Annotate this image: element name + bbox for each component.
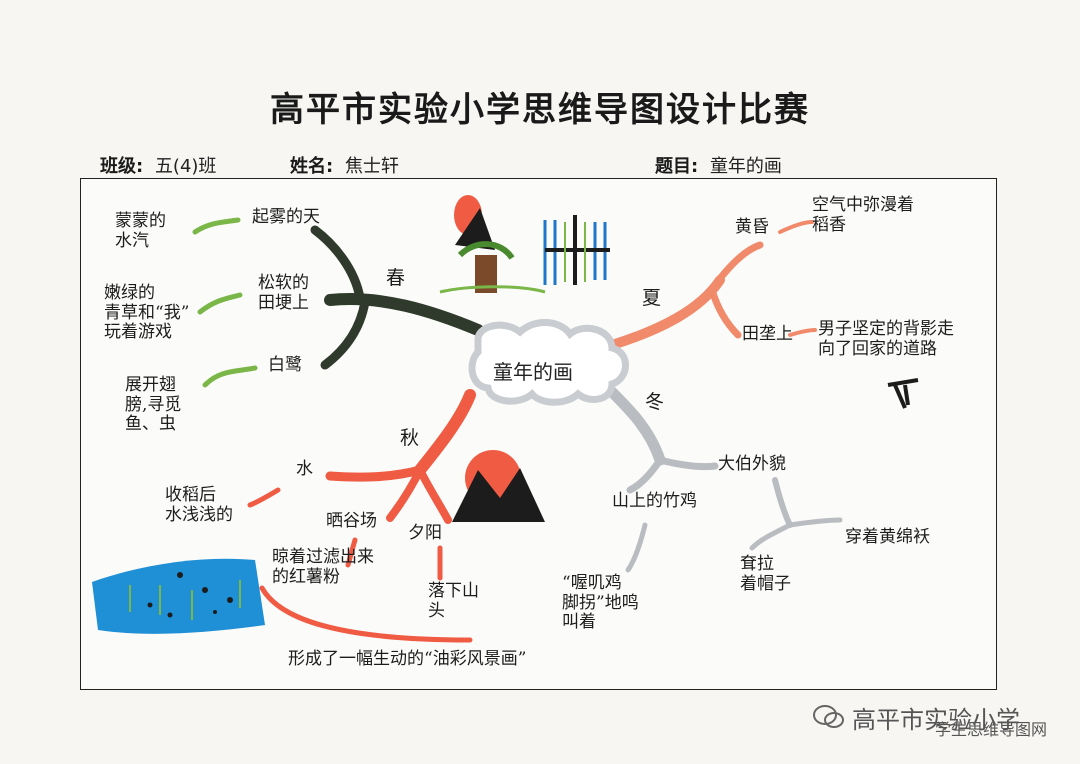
summer-figure — [887, 378, 919, 409]
autumn-item-3-detail: 落下山 头 — [428, 581, 479, 621]
watermark-main: 高平市实验小学 — [852, 706, 1020, 734]
spring-item-3-detail: 展开翅 膀,寻觅 鱼、虫 — [125, 375, 182, 435]
spring-leaves — [192, 217, 258, 388]
spring-item-1: 起雾的天 — [252, 207, 320, 227]
autumn-item-3: 夕阳 — [408, 523, 442, 543]
summer-item-1-detail: 空气中弥漫着 稻香 — [812, 195, 914, 235]
topic-label: 题目: — [655, 156, 699, 177]
summer-item-2: 田垄上 — [742, 324, 793, 344]
autumn-illustration — [452, 450, 545, 522]
name-label: 姓名: — [290, 156, 334, 177]
spring-item-1-detail: 蒙蒙的 水汽 — [115, 211, 166, 251]
spring-illustration — [439, 195, 610, 294]
winter-branches — [606, 386, 843, 573]
center-topic: 童年的画 — [493, 360, 573, 384]
autumn-item-1: 水 — [296, 459, 313, 479]
spring-label: 春 — [386, 267, 406, 289]
summer-item-2-detail: 男子坚定的背影走 向了回家的道路 — [818, 319, 954, 359]
class-label: 班级: — [100, 156, 144, 177]
autumn-summary: 形成了一幅生动的“油彩风景画” — [288, 649, 527, 669]
summer-label: 夏 — [642, 287, 662, 309]
watermark-sub: 学生思维导图网 — [935, 720, 1048, 739]
spring-item-3: 白鹭 — [268, 355, 302, 375]
autumn-item-2: 晒谷场 — [326, 511, 377, 531]
summer-item-1: 黄昏 — [735, 217, 769, 237]
summer-branches — [607, 220, 817, 350]
wechat-icon — [813, 705, 844, 728]
spring-item-2-detail: 嫩绿的 青草和“我” 玩着游戏 — [104, 283, 190, 343]
center-cloud — [468, 319, 629, 406]
winter-item-1-detail: “喔叽鸡 脚拐”地鸣 叫着 — [562, 573, 639, 633]
winter-item-2: 大伯外貌 — [718, 454, 786, 474]
winter-item-2-sub-2: 穿着黄绵袄 — [845, 527, 930, 547]
winter-item-1: 山上的竹鸡 — [612, 491, 697, 511]
autumn-item-2-detail: 晾着过滤出来 的红薯粉 — [272, 547, 374, 587]
winter-item-2-sub-1: 耷拉 着帽子 — [740, 554, 791, 594]
spring-branches — [310, 225, 484, 370]
autumn-item-1-detail: 收稻后 水浅浅的 — [165, 485, 233, 525]
winter-label: 冬 — [645, 391, 665, 413]
autumn-label: 秋 — [400, 427, 420, 449]
spring-item-2: 松软的 田埂上 — [258, 273, 309, 313]
autumn-branches — [247, 389, 476, 643]
class-field: 班级: 五(4)班 — [100, 152, 253, 179]
water-illustration — [92, 558, 265, 634]
page-title: 高平市实验小学思维导图设计比赛 — [270, 90, 810, 130]
